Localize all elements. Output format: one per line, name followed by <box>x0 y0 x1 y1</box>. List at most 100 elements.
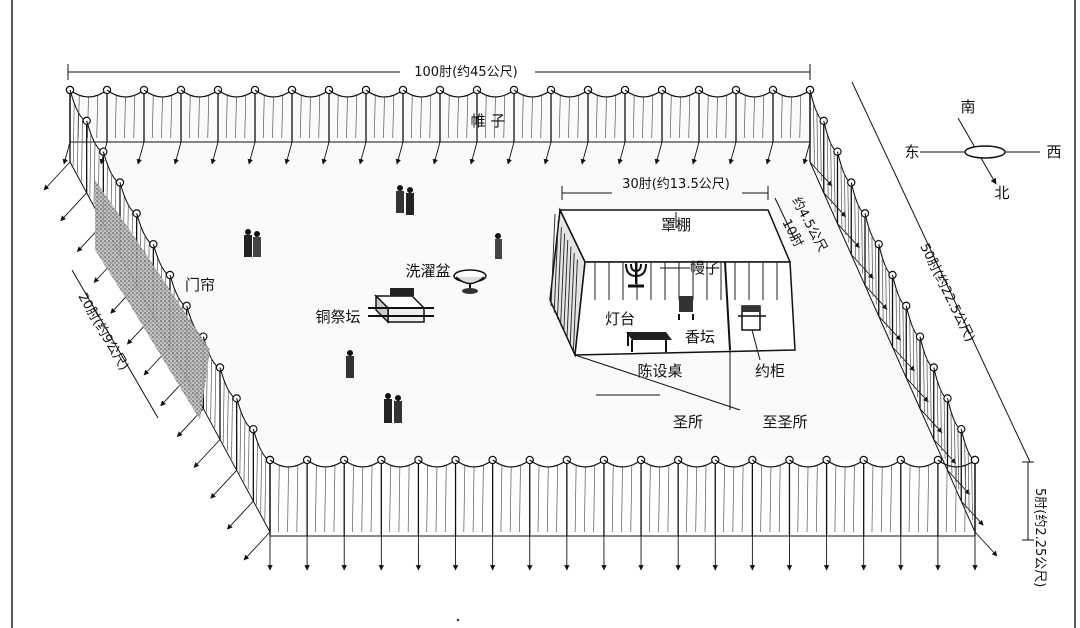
curtain-fold <box>908 465 911 533</box>
guy-rope <box>210 141 219 165</box>
priest-figure <box>495 233 502 259</box>
court-ground <box>70 90 975 460</box>
curtain-fold <box>899 296 901 359</box>
compass-east: 东 <box>904 143 919 161</box>
curtain-fold <box>264 458 267 521</box>
curtain-fold <box>843 465 846 533</box>
guy-rope <box>728 141 737 165</box>
gate-dimension-label: 20肘(约9公尺) <box>75 291 131 374</box>
tabernacle-label: 罩棚 <box>661 216 691 234</box>
curtain-fold <box>790 95 792 139</box>
post-knob <box>249 424 258 434</box>
curtain-swag <box>714 459 753 468</box>
curtain-fold <box>716 95 718 139</box>
most-holy-place-label: 至圣所 <box>762 413 807 431</box>
curtain-fold <box>853 465 855 533</box>
curtain-swag <box>566 459 605 468</box>
lampstand-icon <box>625 262 647 288</box>
guy-rope <box>284 141 293 165</box>
tent-fold <box>560 233 566 326</box>
curtain-fold <box>686 465 688 533</box>
ark-icon <box>738 305 766 331</box>
guy-rope <box>469 141 478 165</box>
ark-label: 约柜 <box>755 362 785 380</box>
curtain-fold <box>741 465 744 533</box>
curtain-fold <box>392 95 395 139</box>
curtain-fold <box>967 450 970 513</box>
curtain-fold <box>833 149 836 212</box>
priest-figure <box>384 393 402 423</box>
curtain-fold <box>96 95 99 139</box>
curtain-fold <box>170 95 173 139</box>
curtain-fold <box>81 119 83 182</box>
tent-fold <box>550 213 556 307</box>
laver-label: 洗濯盆 <box>405 262 450 280</box>
curtain-fold <box>704 465 707 533</box>
curtain-fold <box>151 95 154 139</box>
guy-rope <box>580 141 589 165</box>
curtain-fold <box>133 95 136 139</box>
curtain-swag <box>826 459 865 468</box>
curtain-label: 帷 子 <box>471 112 506 130</box>
curtain-fold <box>854 196 857 259</box>
curtain-fold <box>895 288 898 351</box>
curtain-fold <box>361 465 364 533</box>
curtain-swag <box>603 459 642 468</box>
curtain-fold <box>861 211 863 274</box>
tent-fold <box>553 220 559 313</box>
curtain-fold <box>466 95 469 139</box>
curtain-fold <box>917 465 920 533</box>
curtain-fold <box>595 95 598 139</box>
guy-rope <box>358 141 367 165</box>
curtain-fold <box>940 388 942 451</box>
top-dimension-label: 100肘(约45公尺) <box>414 65 518 80</box>
curtain-fold <box>235 95 237 139</box>
curtain-fold <box>584 465 586 533</box>
guy-rope <box>543 141 552 165</box>
curtain-fold <box>346 95 348 139</box>
curtain-fold <box>225 95 228 139</box>
curtain-fold <box>964 465 967 533</box>
post-knob <box>132 209 141 218</box>
curtain-fold <box>318 95 321 139</box>
laver-icon <box>453 269 487 294</box>
curtain-fold <box>658 465 660 533</box>
curtain-fold <box>77 95 80 139</box>
compass-rose <box>920 117 1040 185</box>
post-knob <box>232 394 241 403</box>
curtain-fold <box>885 265 887 328</box>
top-dimension-line <box>67 64 811 80</box>
incense-altar-icon <box>678 296 694 320</box>
curtain-fold <box>214 365 217 428</box>
curtain-fold <box>76 111 79 174</box>
curtain-fold <box>315 465 317 533</box>
curtain-fold <box>769 465 772 533</box>
curtain-fold <box>447 95 450 139</box>
curtain-fold <box>826 134 829 197</box>
guy-rope <box>802 141 811 165</box>
guy-rope <box>173 141 182 165</box>
guy-rope <box>654 141 663 165</box>
curtain-fold <box>355 95 358 139</box>
curtain-fold <box>971 458 973 521</box>
curtain-fold <box>389 465 391 533</box>
curtain-fold <box>916 334 918 397</box>
curtain-fold <box>574 465 577 533</box>
incense-altar-label: 香坛 <box>685 328 715 346</box>
holy-place-label: 圣所 <box>673 413 703 431</box>
curtain-fold <box>679 95 681 139</box>
curtain-fold <box>114 95 117 139</box>
compass-south: 南 <box>960 98 975 116</box>
guy-rope <box>60 192 87 222</box>
guy-rope <box>974 531 998 557</box>
curtain-fold <box>198 95 200 139</box>
curtain-fold <box>943 396 946 459</box>
curtain-swag <box>455 459 493 468</box>
curtain-hem <box>809 161 976 533</box>
guy-rope <box>62 141 71 165</box>
curtain-fold <box>857 203 860 266</box>
curtain-fold <box>93 142 96 205</box>
curtain-fold <box>844 173 846 236</box>
tabernacle-width-dimension <box>774 197 796 241</box>
curtain-fold <box>521 95 524 139</box>
